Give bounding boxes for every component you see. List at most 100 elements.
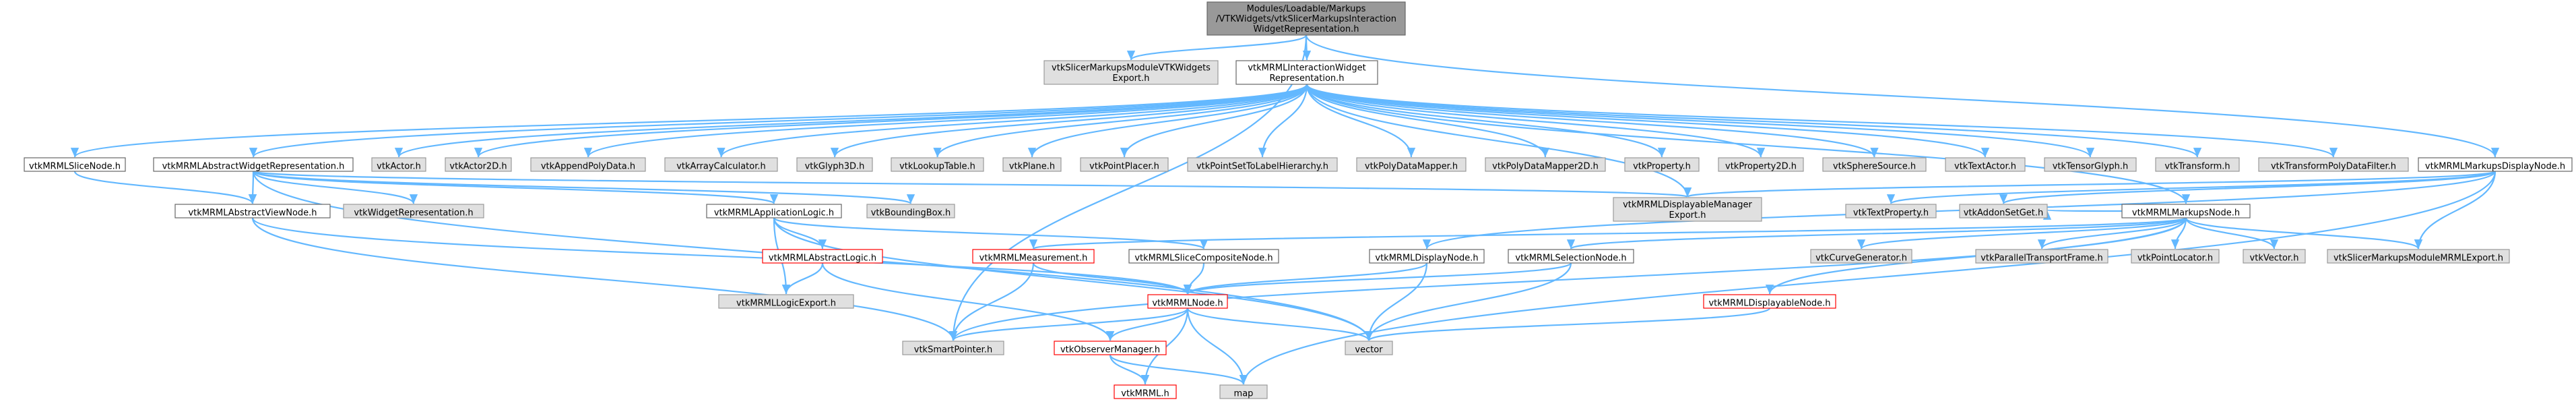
edge-mrmlNode-to-vector	[1186, 308, 1374, 341]
node-absViewNode[interactable]: vtkMRMLAbstractViewNode.h	[174, 204, 331, 218]
edge-markupsNode-to-smartPointer	[949, 217, 2187, 341]
edge-markupsNode-to-pointLocator	[2170, 217, 2187, 250]
edge-absLogic-to-observerMgr	[821, 262, 1115, 341]
node-mrmlNode[interactable]: vtkMRMLNode.h	[1147, 294, 1228, 309]
node-pointSetLabel: vtkPointSetToLabelHierarchy.h	[1187, 157, 1338, 172]
node-label: vtkTransformPolyDataFilter.h	[2271, 162, 2396, 172]
node-box	[1345, 341, 1393, 355]
node-markupsDisplayNode[interactable]: vtkMRMLMarkupsDisplayNode.h	[2418, 157, 2573, 172]
edge-mrmlNode-to-smartPointer	[949, 308, 1189, 341]
node-box	[1080, 157, 1169, 172]
edge-interactionRep-to-property	[1306, 84, 1667, 158]
edge-observerMgr-to-map	[1109, 354, 1248, 385]
edge-interactionRep-to-markupsNode	[1306, 84, 2190, 204]
node-sliceComposite[interactable]: vtkMRMLSliceCompositeNode.h	[1128, 249, 1279, 264]
node-label: vtkObserverManager.h	[1060, 345, 1160, 355]
edge-interactionRep-to-textActor	[1306, 84, 1989, 158]
node-boundingBox: vtkBoundingBox.h	[866, 204, 955, 218]
node-box	[1187, 157, 1338, 172]
node-label: vtkLookupTable.h	[899, 162, 975, 172]
edge-interactionRep-to-appendPoly	[584, 84, 1308, 158]
node-label: vtkMRMLInteractionWidget	[1248, 63, 1365, 73]
edge-appLogic-to-absLogic	[773, 217, 827, 250]
node-box	[1356, 157, 1467, 172]
node-label: vtkSlicerMarkupsModuleVTKWidgets	[1052, 63, 1211, 73]
node-box	[1485, 157, 1606, 172]
node-box	[718, 294, 854, 309]
node-sliceNode[interactable]: vtkMRMLSliceNode.h	[24, 157, 126, 172]
node-polyMapper2D: vtkPolyDataMapper2D.h	[1485, 157, 1606, 172]
node-label: vtkSphereSource.h	[1833, 162, 1916, 172]
node-absWidgetRep[interactable]: vtkMRMLAbstractWidgetRepresentation.h	[153, 157, 354, 172]
header-nodes: Modules/Loadable/Markups/VTKWidgets/vtkS…	[24, 1, 2573, 399]
node-displayNode[interactable]: vtkMRMLDisplayNode.h	[1369, 249, 1485, 264]
node-box	[1369, 249, 1485, 264]
node-label: vtkActor2D.h	[449, 162, 507, 172]
node-transformPolyFilter: vtkTransformPolyDataFilter.h	[2258, 157, 2409, 172]
node-polyMapper: vtkPolyDataMapper.h	[1356, 157, 1467, 172]
node-measurement[interactable]: vtkMRMLMeasurement.h	[972, 249, 1095, 264]
edge-markupsNode-to-vtkVector	[2185, 217, 2279, 250]
node-label: vtkSmartPointer.h	[914, 345, 992, 355]
edge-interactionRep-to-pointSetLabel	[1258, 84, 1308, 158]
node-label: vtkMRMLSliceNode.h	[29, 162, 121, 172]
edge-appLogic-to-sliceComposite	[773, 216, 1208, 250]
node-absLogic[interactable]: vtkMRMLAbstractLogic.h	[762, 249, 883, 264]
node-label: vtkMRMLDisplayNode.h	[1375, 254, 1478, 264]
node-markupsNode[interactable]: vtkMRMLMarkupsNode.h	[2121, 204, 2251, 218]
node-box	[153, 157, 354, 172]
edge-displayNode-to-vector	[1364, 262, 1428, 341]
node-box	[1128, 249, 1279, 264]
node-logicExport: vtkMRMLLogicExport.h	[718, 294, 854, 309]
edge-sliceNode-to-absViewNode	[73, 171, 257, 204]
node-label: vtkMRMLSliceCompositeNode.h	[1134, 254, 1273, 264]
node-appLogic[interactable]: vtkMRMLApplicationLogic.h	[706, 204, 842, 218]
node-box	[2044, 157, 2137, 172]
node-box	[1718, 157, 1804, 172]
node-label: /VTKWidgets/vtkSlicerMarkupsInteraction	[1216, 14, 1396, 24]
edge-markupsDisplayNode-to-displayableMgrExport	[1683, 170, 2497, 198]
node-appendPoly: vtkAppendPolyData.h	[530, 157, 646, 172]
edge-interactionRep-to-transformPolyFilter	[1306, 84, 2338, 158]
node-label: vtkArrayCalculator.h	[676, 162, 766, 172]
node-box	[1219, 384, 1268, 399]
node-label: vtkActor.h	[377, 162, 421, 172]
node-label: vtkTensorGlyph.h	[2053, 162, 2129, 172]
edge-markupsNode-to-addonSet	[2044, 209, 2123, 221]
node-label: vtkWidgetRepresentation.h	[354, 208, 473, 218]
node-mrmlExport: vtkSlicerMarkupsModuleMRMLExport.h	[2327, 249, 2510, 264]
node-label: vtkAddonSetGet.h	[1964, 208, 2044, 218]
edge-absWidgetRep-to-widgetRep	[252, 171, 418, 204]
node-label: vtkTransform.h	[2164, 162, 2230, 172]
node-box	[1975, 249, 2108, 264]
node-label: vtkPolyDataMapper2D.h	[1492, 162, 1599, 172]
node-box	[891, 157, 984, 172]
node-selectionNode[interactable]: vtkMRMLSelectionNode.h	[1508, 249, 1634, 264]
node-vtkMRMLh[interactable]: vtkMRML.h	[1114, 384, 1177, 399]
node-observerMgr[interactable]: vtkObserverManager.h	[1054, 341, 1167, 355]
edge-displayableNode-to-vector	[1365, 307, 1771, 342]
node-displayableNode[interactable]: vtkMRMLDisplayableNode.h	[1703, 294, 1836, 309]
node-label: vtkProperty.h	[1633, 162, 1691, 172]
node-label: vtkMRML.h	[1121, 389, 1169, 399]
node-box	[1613, 197, 1762, 222]
node-box	[1235, 60, 1378, 85]
edge-interactionRep-to-plane	[1027, 84, 1308, 158]
edge-interactionRep-to-lookupTable	[933, 84, 1308, 158]
edge-absViewNode-to-mrmlNode	[251, 217, 1192, 295]
node-property: vtkProperty.h	[1624, 157, 1700, 172]
node-box	[762, 249, 883, 264]
node-label: Modules/Loadable/Markups	[1247, 4, 1366, 14]
node-vtkActor2D: vtkActor2D.h	[445, 157, 512, 172]
edge-markupsNode-to-selectionNode	[1567, 216, 2187, 250]
node-label: vtkMRMLDisplayableManager	[1623, 200, 1752, 210]
edge-observerMgr-to-vtkMRMLh	[1109, 354, 1150, 385]
node-box	[1002, 157, 1062, 172]
node-label: vtkTextActor.h	[1954, 162, 2016, 172]
node-label: vtkParallelTransportFrame.h	[1981, 254, 2103, 264]
node-root[interactable]: Modules/Loadable/Markups/VTKWidgets/vtkS…	[1206, 1, 1406, 36]
node-label: vtkProperty2D.h	[1725, 162, 1797, 172]
node-box	[530, 157, 646, 172]
edge-interactionRep-to-sphereSource	[1306, 84, 1879, 158]
